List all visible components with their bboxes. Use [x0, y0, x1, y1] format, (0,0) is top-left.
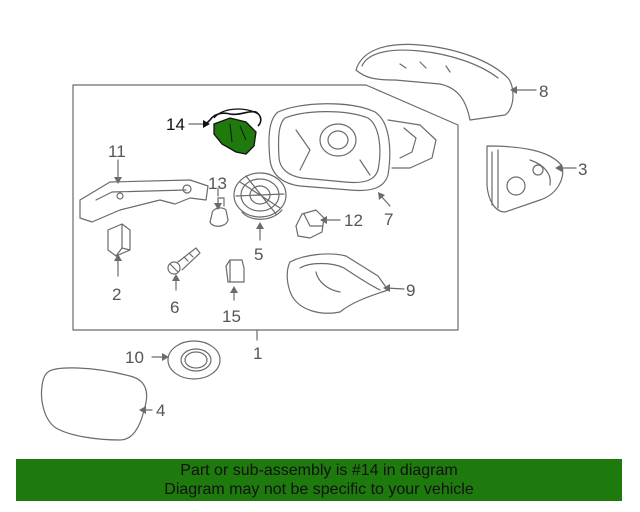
callout-10: 10	[125, 348, 144, 367]
motor-part	[233, 172, 287, 220]
callout-3: 3	[578, 160, 587, 179]
callout-2: 2	[112, 285, 121, 304]
bracket-part	[79, 179, 209, 223]
callout-14: 14	[166, 115, 185, 134]
callout-1: 1	[253, 344, 262, 363]
bulb-part	[209, 197, 229, 227]
callout-11: 11	[108, 142, 126, 161]
screw-part	[167, 247, 201, 275]
callout-12: 12	[344, 211, 363, 230]
assembly-outline	[72, 84, 459, 331]
leader-lines	[117, 89, 577, 411]
arrowheads	[114, 86, 562, 414]
callout-15: 15	[222, 307, 241, 326]
callout-5: 5	[254, 245, 263, 264]
callout-9: 9	[406, 281, 415, 300]
mirror-frame-part	[268, 103, 437, 192]
clip-small-part	[225, 259, 245, 283]
mirror-glass-part	[40, 367, 148, 441]
highlighted-part-14[interactable]	[203, 108, 262, 155]
mirror-cover-part	[355, 43, 514, 121]
banner-line-2: Diagram may not be specific to your vehi…	[164, 481, 474, 498]
banner-line-1: Part or sub-assembly is #14 in diagram	[180, 462, 458, 479]
callout-4: 4	[156, 401, 165, 420]
clip-part	[107, 223, 131, 257]
callout-7: 7	[384, 210, 393, 229]
info-banner: Part or sub-assembly is #14 in diagram D…	[16, 459, 622, 501]
connector-part	[295, 209, 325, 239]
callout-8: 8	[539, 82, 548, 101]
lower-cover-part	[286, 253, 389, 314]
callout-6: 6	[170, 298, 179, 317]
gasket-part	[167, 340, 221, 380]
callout-13: 13	[208, 174, 227, 193]
turn-signal-part	[486, 145, 564, 213]
